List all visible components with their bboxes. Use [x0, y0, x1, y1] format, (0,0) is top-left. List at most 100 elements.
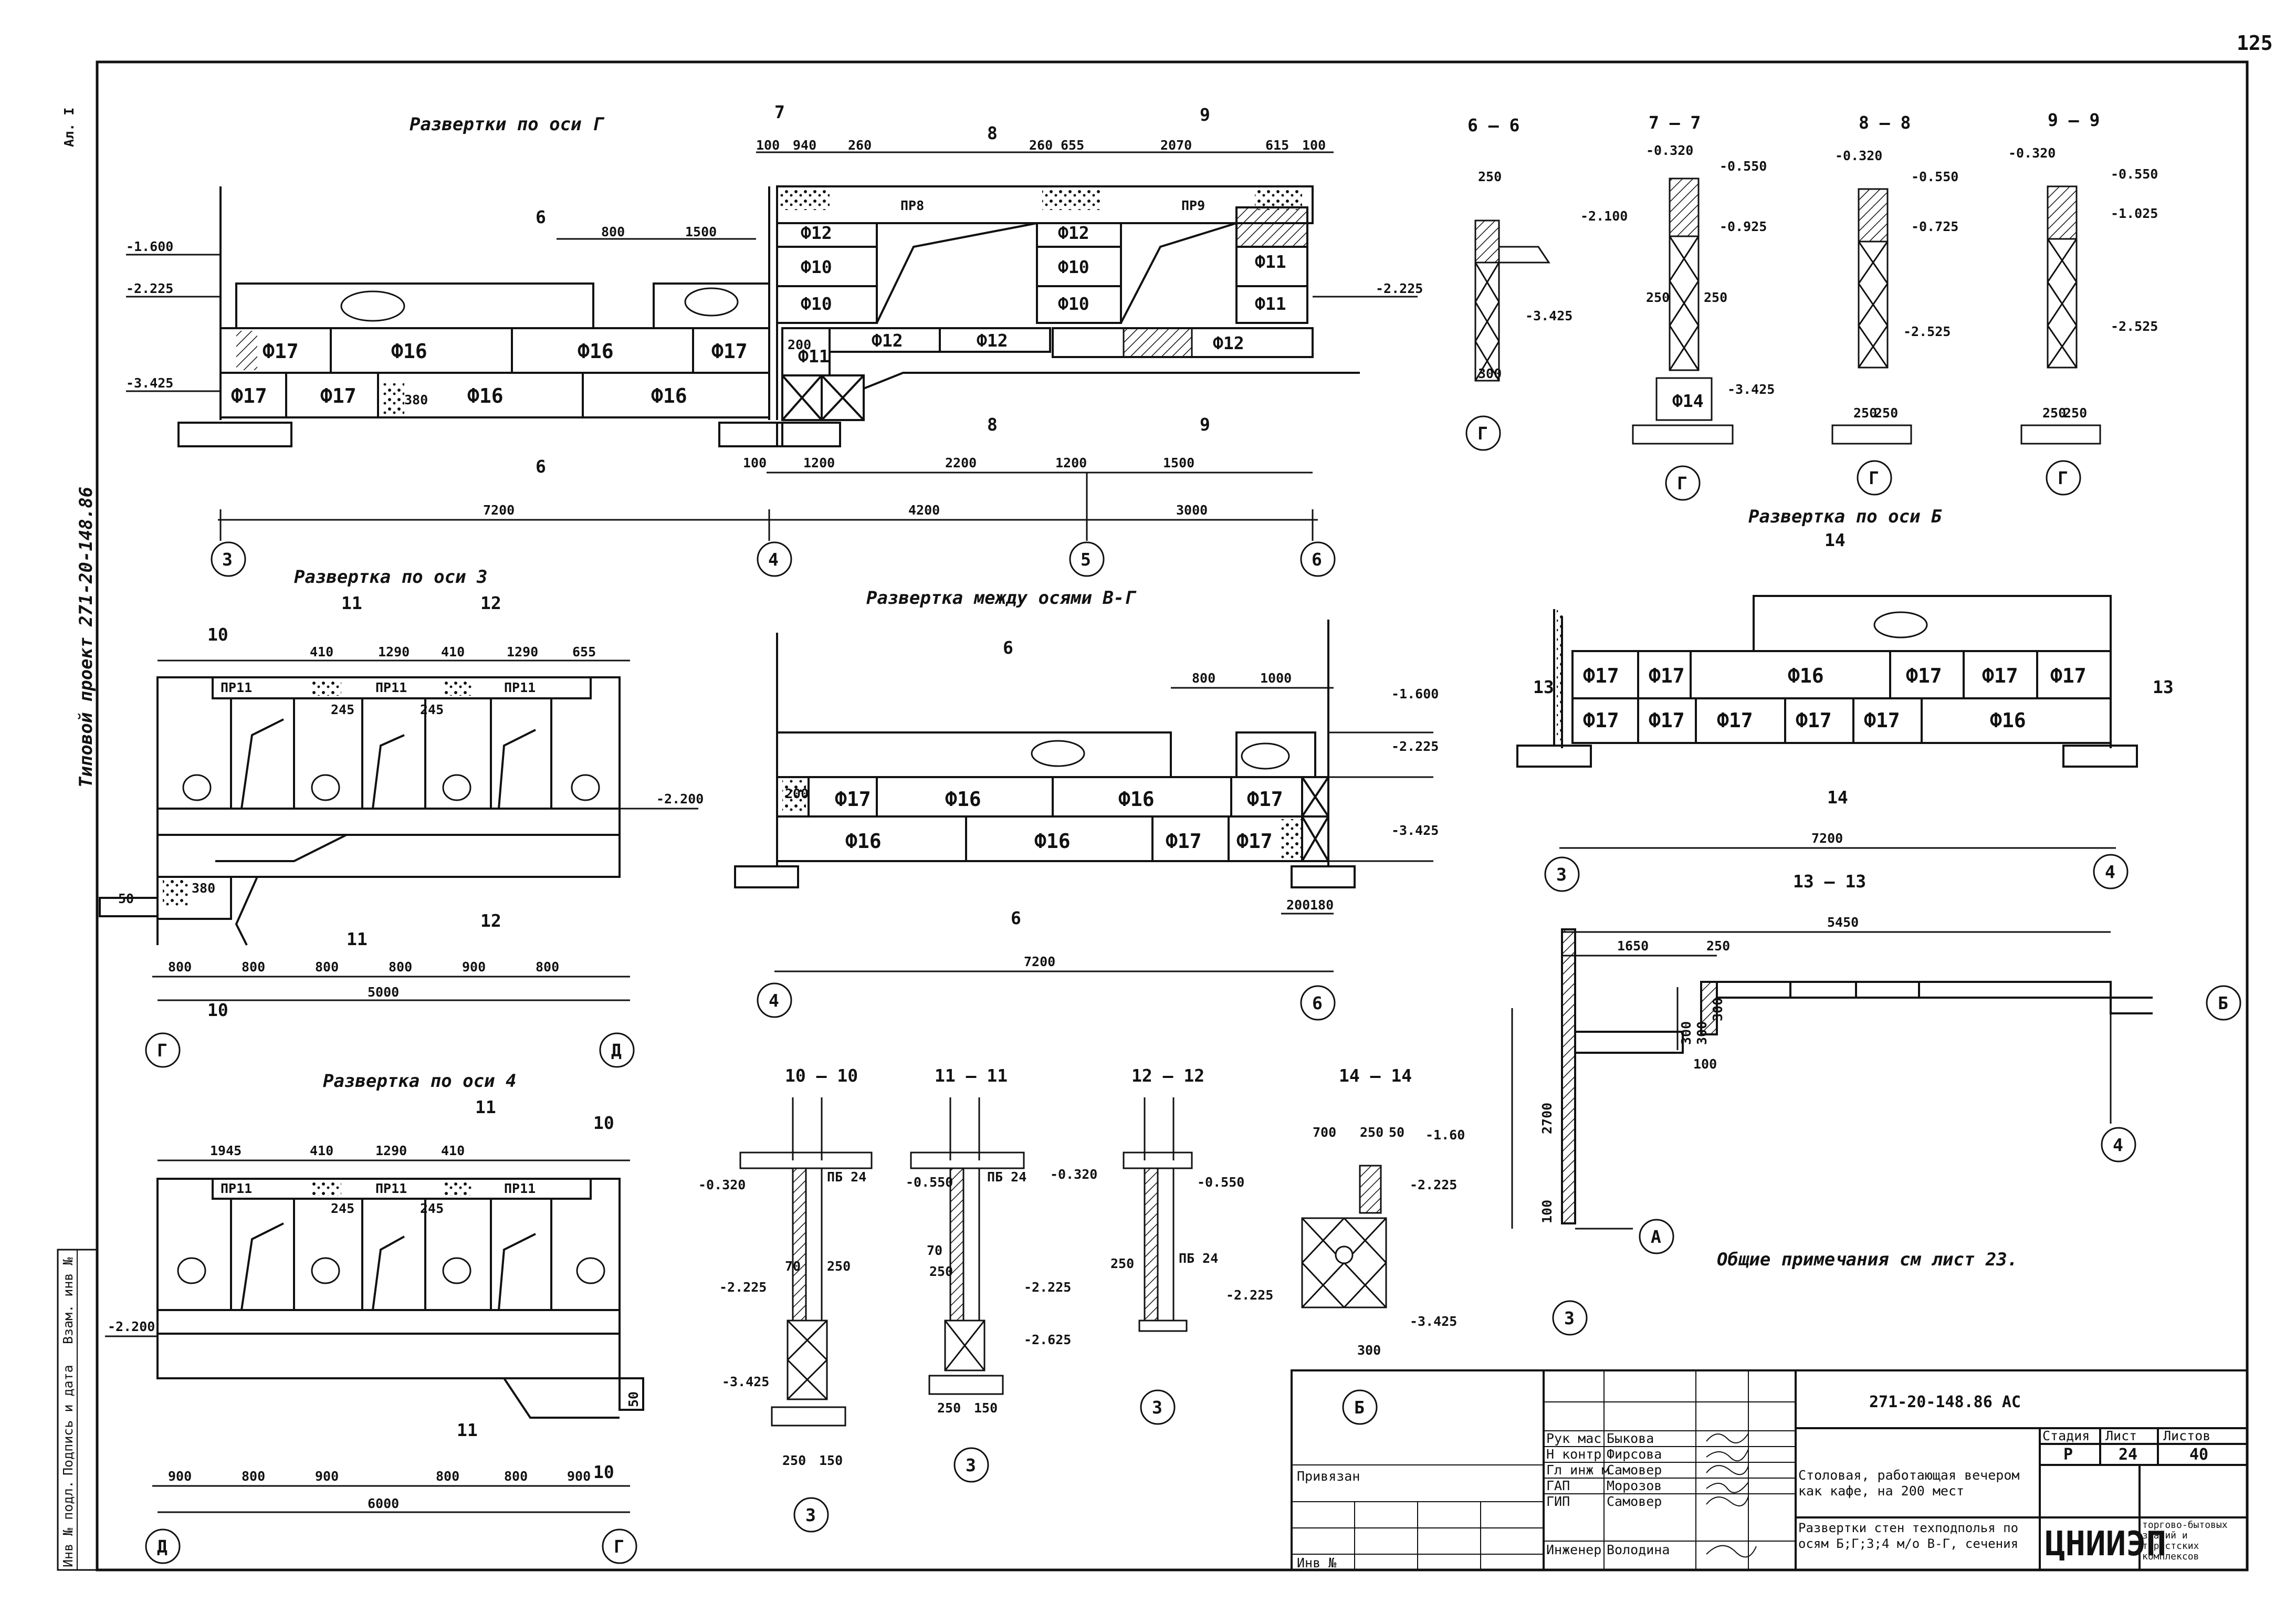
elevation-mark: -1.600 [126, 239, 173, 254]
dim: 245 [331, 1201, 354, 1216]
dim: 655 [572, 644, 596, 659]
section-cut: 14 [1827, 787, 1848, 808]
elevation-mark: -0.550 [2111, 166, 2158, 182]
dim: 410 [441, 1143, 465, 1158]
stamp-signature: Подпись и дата [60, 1365, 76, 1475]
axis-bubble: Г [1869, 468, 1879, 488]
dim: 800 [436, 1469, 459, 1484]
panel: Ф17 [1982, 664, 2018, 687]
dim: 250 [1853, 405, 1877, 421]
org-name: ЦНИИЭП [2045, 1525, 2166, 1564]
section-cut: 10 [593, 1462, 614, 1482]
dim: 200 [788, 337, 811, 352]
axis-bubble: 4 [769, 990, 779, 1011]
dim: 250 [1360, 1125, 1383, 1140]
section-title: 11 — 11 [935, 1065, 1008, 1086]
section-title: 10 — 10 [785, 1065, 858, 1086]
elevation-mark: -3.425 [1410, 1314, 1457, 1329]
staff-name: Фирсова [1607, 1447, 1662, 1462]
dim: 800 [504, 1469, 528, 1484]
dim-overall: 6000 [368, 1496, 399, 1511]
elevation-mezhdu-v-g: Развертка между осями В-Г Ф17 Ф16 Ф16 Ф1… [734, 588, 1439, 1021]
staff-name: Володина [1607, 1542, 1670, 1557]
section-title: 14 — 14 [1339, 1065, 1412, 1086]
axis-bubble: Г [157, 1040, 167, 1061]
lintel: ПР8 [900, 198, 924, 213]
dim: 1500 [685, 224, 717, 239]
axis-bubble: Б [1354, 1397, 1365, 1418]
elevation-mark: -0.320 [1835, 148, 1882, 163]
sheets-value: 40 [2189, 1446, 2208, 1464]
elevation-mark: -1.025 [2111, 206, 2158, 221]
dim: 700 [1313, 1125, 1336, 1140]
elevation-mark: -0.550 [1197, 1175, 1244, 1190]
panel: Ф11 [1255, 252, 1286, 272]
dim: 70 [927, 1243, 942, 1258]
elevation-mark: -0.320 [1050, 1167, 1097, 1182]
elevation-mark: -0.550 [906, 1175, 953, 1190]
staff-role: Рук мас [1546, 1431, 1601, 1446]
dim-overall: 7200 [483, 502, 515, 518]
stamp-replace: Взам. инв № [60, 1257, 76, 1344]
dim: 50 [118, 891, 134, 906]
elevation-mark: -3.425 [1525, 308, 1572, 323]
dim: 1200 [1055, 455, 1087, 470]
dim: 100 [1539, 1200, 1555, 1223]
section-cut: 6 [536, 207, 546, 227]
dim: 50 [1389, 1125, 1404, 1140]
staff-name: Морозов [1607, 1478, 1662, 1493]
elevation-mark: -2.525 [1903, 324, 1951, 339]
axis-bubble: 6 [1312, 993, 1323, 1013]
panel: Ф17 [1796, 709, 1832, 732]
section-cut: 9 [1200, 104, 1210, 125]
dim: 250 [1706, 938, 1730, 954]
panel: Ф17 [1864, 709, 1900, 732]
dim: 410 [310, 1143, 333, 1158]
panel: Ф12 [977, 330, 1008, 351]
section-cut: 14 [1825, 530, 1846, 550]
dim: 250 [2063, 405, 2087, 421]
panel: Ф10 [801, 294, 832, 314]
elevation-mark: -2.200 [656, 791, 704, 806]
panel: Ф17 [1649, 664, 1685, 687]
dim: 1200 [803, 455, 835, 470]
axis-bubble: Д [157, 1536, 167, 1557]
panel: Ф17 [1236, 830, 1273, 853]
dim: 800 [601, 224, 625, 239]
dim: 100 [743, 455, 767, 470]
axis-bubble: Г [2058, 468, 2068, 488]
dim: 100 [1302, 138, 1326, 153]
staff-role: ГАП [1546, 1478, 1570, 1493]
org-subtitle: торгово-бытовых зданий и туристских комп… [2142, 1520, 2228, 1562]
elevation-os-g-title: Развертки по оси Г [410, 114, 605, 135]
dim: 900 [168, 1469, 192, 1484]
elevation-mark: -2.225 [1391, 739, 1439, 754]
dim: 900 [462, 959, 486, 975]
axis-bubble: 4 [768, 549, 779, 570]
axis-bubble: 5 [1081, 549, 1091, 570]
drawing-code: 271-20-148.86 АС [1869, 1393, 2021, 1411]
staff-role: ГИП [1546, 1494, 1570, 1509]
panel: Ф17 [1906, 664, 1942, 687]
staff-name: Самовер [1607, 1462, 1662, 1478]
panel: Ф11 [798, 346, 830, 366]
dim: 1945 [210, 1143, 242, 1158]
dim: 380 [404, 392, 428, 407]
dim: 1000 [1260, 671, 1292, 686]
section-cut: 13 [2153, 677, 2174, 697]
dim: 300 [1478, 366, 1502, 381]
panel: Ф16 [578, 340, 614, 363]
panel: Ф16 [467, 384, 504, 407]
panel: Ф17 [1583, 664, 1619, 687]
dim: 300 [1694, 1021, 1710, 1045]
dim: 900 [315, 1469, 339, 1484]
dim: 250 [1704, 290, 1727, 305]
elevation-mark: -0.725 [1911, 219, 1958, 234]
section-cut: 6 [536, 456, 546, 477]
axis-bubble: Г [614, 1536, 624, 1557]
dim: 150 [819, 1453, 843, 1468]
axis-bubble: 3 [1152, 1397, 1162, 1418]
dim: 800 [242, 959, 265, 975]
staff-role: Инженер [1546, 1542, 1601, 1557]
elevation-mark: -2.225 [1376, 281, 1423, 296]
